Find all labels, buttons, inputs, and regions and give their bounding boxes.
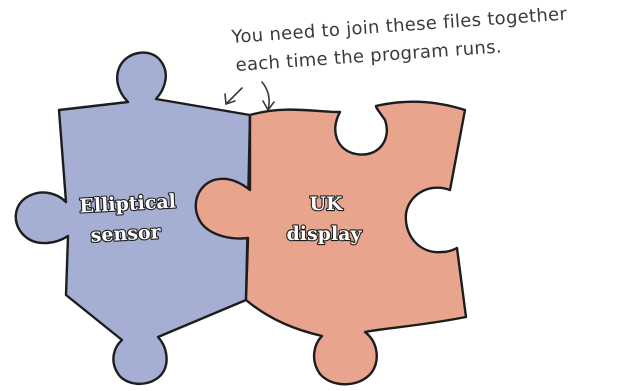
arrow-right-icon bbox=[261, 81, 275, 111]
left-puzzle-piece bbox=[14, 51, 252, 385]
right-piece-label-line-1: UK bbox=[309, 193, 344, 215]
annotation: You need to join these files together ea… bbox=[230, 4, 568, 76]
right-puzzle-piece bbox=[194, 100, 468, 386]
arrow-left-icon bbox=[224, 87, 243, 105]
annotation-line-1: You need to join these files together bbox=[230, 4, 568, 48]
seam-arrows bbox=[224, 81, 275, 111]
right-piece-label-line-2: display bbox=[286, 223, 362, 245]
left-piece-label-line-2: sensor bbox=[90, 221, 162, 247]
